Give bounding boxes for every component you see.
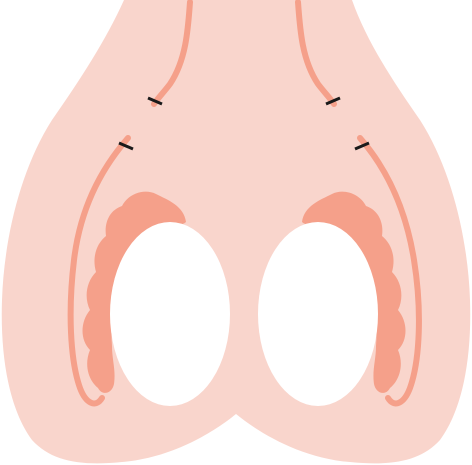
right-testis [258,222,378,406]
left-testis [110,222,230,406]
